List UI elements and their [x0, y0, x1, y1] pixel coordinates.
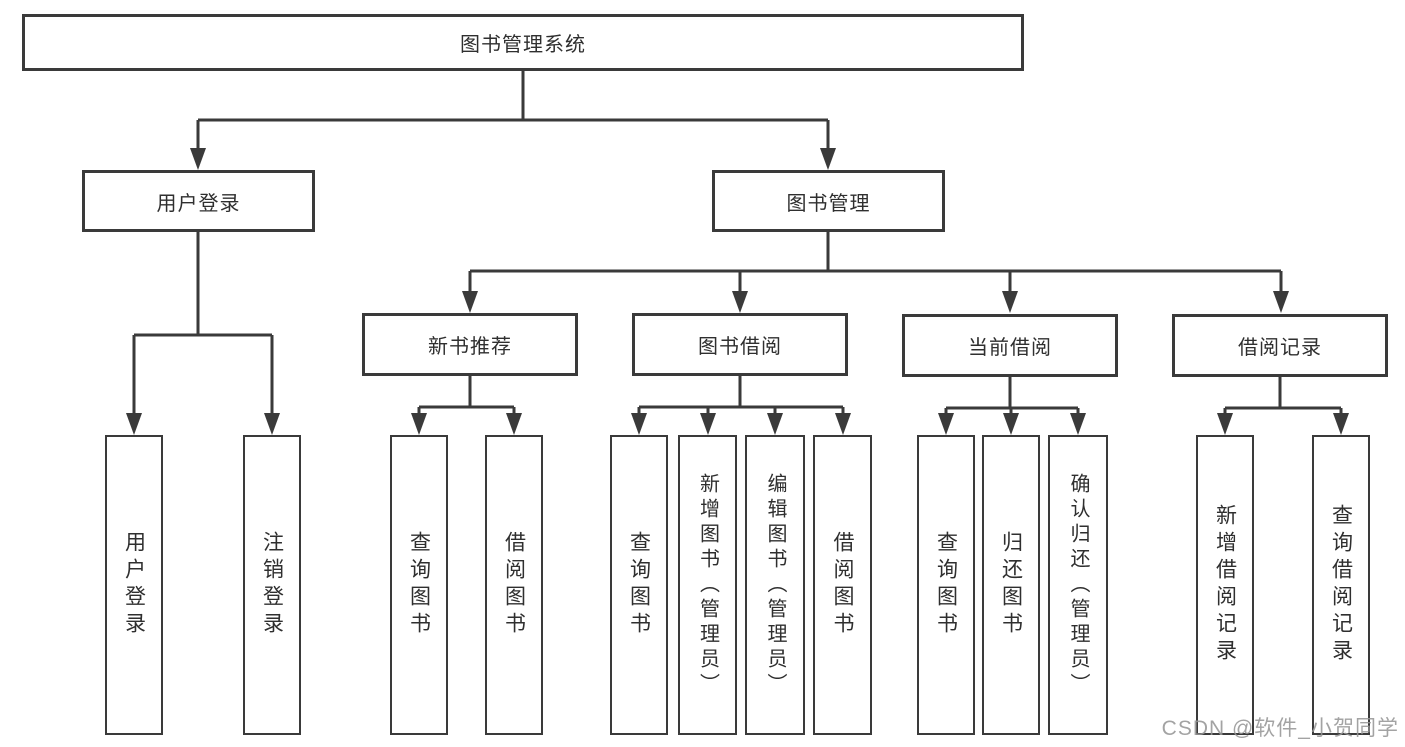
- leaf-return-books-label: 归还图书: [999, 531, 1023, 639]
- leaf-edit-book-admin-label: 编辑图书（管理员）: [764, 472, 786, 698]
- node-root-label: 图书管理系统: [460, 34, 586, 56]
- node-book-management: 图书管理: [712, 170, 945, 232]
- leaf-borrow-books-borrowing-label: 借阅图书: [831, 531, 854, 639]
- node-new-book-recommend: 新书推荐: [362, 313, 578, 376]
- leaf-query-books-borrowing: 查询图书: [610, 435, 668, 735]
- leaf-logout-label: 注销登录: [260, 531, 284, 639]
- node-book-borrowing: 图书借阅: [632, 313, 848, 376]
- node-book-borrowing-label: 图书借阅: [698, 336, 782, 358]
- leaf-query-books-recommend-label: 查询图书: [407, 531, 431, 639]
- node-root: 图书管理系统: [22, 14, 1024, 71]
- leaf-query-borrow-record: 查询借阅记录: [1312, 435, 1370, 735]
- leaf-borrow-books-recommend: 借阅图书: [485, 435, 543, 735]
- node-user-login-label: 用户登录: [156, 192, 241, 215]
- leaf-query-books-current-label: 查询图书: [934, 531, 958, 639]
- leaf-edit-book-admin: 编辑图书（管理员）: [745, 435, 805, 735]
- leaf-add-book-admin-label: 新增图书（管理员）: [696, 472, 719, 698]
- leaf-user-login: 用户登录: [105, 435, 163, 735]
- node-borrowing-records-label: 借阅记录: [1238, 337, 1322, 359]
- leaf-add-book-admin: 新增图书（管理员）: [678, 435, 737, 735]
- watermark: CSDN @软件_小贺同学: [1161, 717, 1399, 740]
- leaf-user-login-label: 用户登录: [122, 531, 146, 639]
- node-book-management-label: 图书管理: [786, 192, 871, 215]
- leaf-query-borrow-record-label: 查询借阅记录: [1329, 504, 1353, 666]
- leaf-return-books: 归还图书: [982, 435, 1040, 735]
- node-new-book-recommend-label: 新书推荐: [428, 336, 512, 358]
- leaf-add-borrow-record-label: 新增借阅记录: [1213, 504, 1237, 666]
- leaf-query-books-current: 查询图书: [917, 435, 975, 735]
- node-current-borrowing: 当前借阅: [902, 314, 1118, 377]
- arrowhead-icons: [126, 148, 1349, 435]
- leaf-add-borrow-record: 新增借阅记录: [1196, 435, 1254, 735]
- node-current-borrowing-label: 当前借阅: [968, 337, 1052, 359]
- node-borrowing-records: 借阅记录: [1172, 314, 1388, 377]
- leaf-confirm-return-admin: 确认归还（管理员）: [1048, 435, 1108, 735]
- node-user-login: 用户登录: [82, 170, 315, 232]
- leaf-confirm-return-admin-label: 确认归还（管理员）: [1067, 472, 1089, 698]
- leaf-logout: 注销登录: [243, 435, 301, 735]
- leaf-query-books-recommend: 查询图书: [390, 435, 448, 735]
- leaf-query-books-borrowing-label: 查询图书: [627, 531, 651, 639]
- leaf-borrow-books-recommend-label: 借阅图书: [502, 531, 526, 639]
- leaf-borrow-books-borrowing: 借阅图书: [813, 435, 872, 735]
